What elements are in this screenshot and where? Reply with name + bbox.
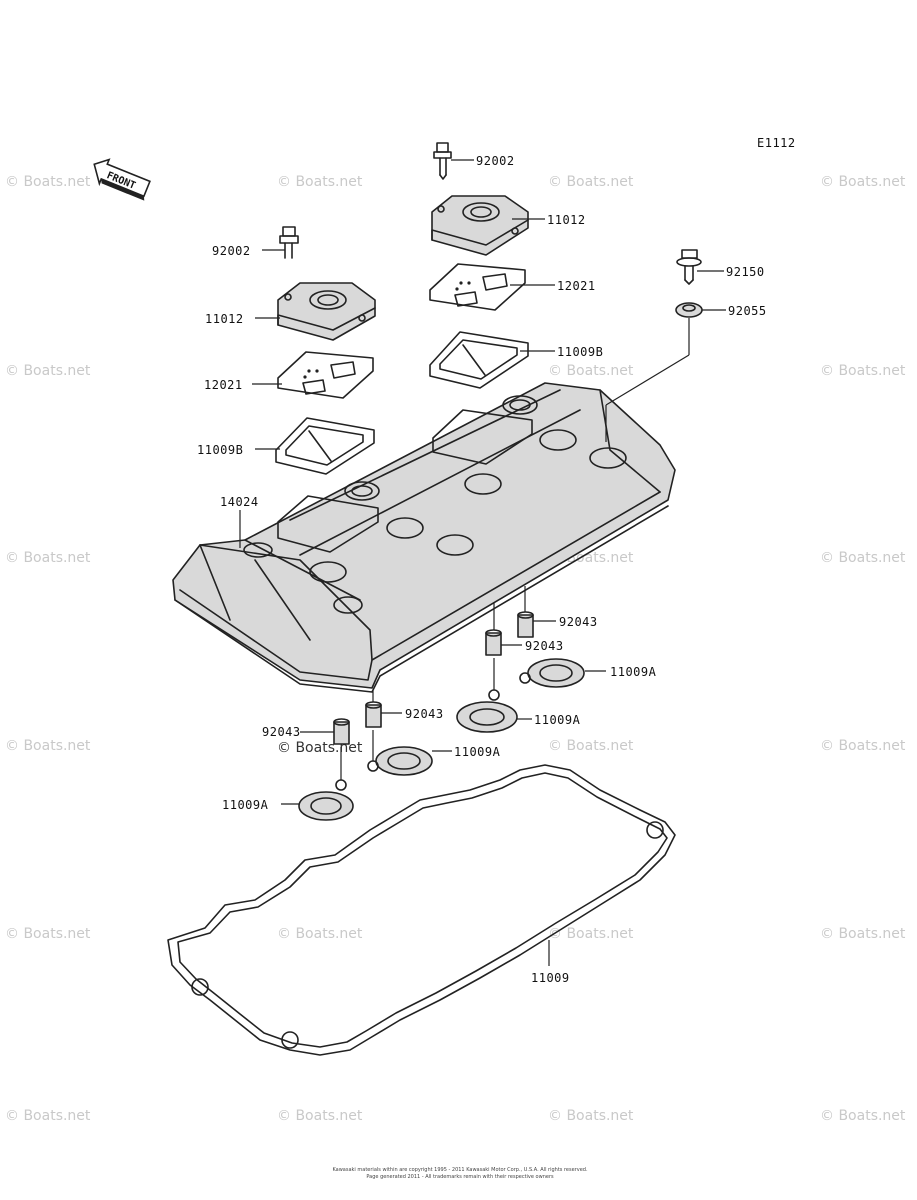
- callout-label: 11009A: [610, 665, 657, 679]
- watermark: © Boats.net: [5, 1108, 91, 1124]
- callout-label: 11009: [531, 971, 570, 985]
- callout-label: 11009A: [454, 745, 501, 759]
- callout-label: 92043: [262, 725, 301, 739]
- gasket-11009a-left: [298, 779, 354, 821]
- watermark: © Boats.net: [820, 1108, 906, 1124]
- cylinder-head-cover-14024: [172, 382, 676, 693]
- callout-label: 12021: [557, 279, 596, 293]
- watermark: © Boats.net: [820, 363, 906, 379]
- watermark: © Boats.net: [548, 926, 634, 942]
- watermark: © Boats.net: [820, 550, 906, 566]
- watermark: © Boats.net: [5, 926, 91, 942]
- callout-label: 92002: [476, 154, 515, 168]
- washer-92055: [675, 302, 703, 318]
- gasket-11009a-mid: [367, 746, 433, 776]
- dowel-pin-92043-left: [333, 718, 350, 745]
- watermark: © Boats.net: [548, 1108, 634, 1124]
- watermark: © Boats.net: [5, 363, 91, 379]
- dowel-pin-92043-r2: [485, 629, 502, 656]
- watermark: © Boats.net: [820, 738, 906, 754]
- head-cover-gasket-11009: [167, 764, 676, 1056]
- gasket-12021-top: [429, 263, 526, 311]
- bolt-92002-left: [279, 226, 299, 259]
- watermark: © Boats.net: [277, 740, 363, 756]
- watermark: © Boats.net: [277, 1108, 363, 1124]
- copyright-line: Page generated 2011 - All trademarks rem…: [366, 1174, 554, 1180]
- callout-label: 92150: [726, 265, 765, 279]
- callout-label: 11009A: [534, 713, 581, 727]
- callout-label: 92043: [405, 707, 444, 721]
- gasket-11009a-r1: [519, 658, 585, 688]
- callout-label: 11009B: [197, 443, 243, 457]
- gasket-11009b-top: [429, 331, 529, 389]
- copyright-line: Kawasaki materials within are copyright …: [332, 1167, 588, 1173]
- callout-label: 11012: [205, 312, 244, 326]
- callout-label: 92043: [559, 615, 598, 629]
- gasket-12021-left: [277, 351, 374, 399]
- leader-lines: [239, 159, 726, 966]
- bolt-92002-top: [433, 142, 452, 180]
- watermark: © Boats.net: [820, 926, 906, 942]
- dowel-pin-92043-r1: [517, 611, 534, 638]
- callout-label: 92043: [525, 639, 564, 653]
- watermark: © Boats.net: [277, 174, 363, 190]
- copyright-notice: Kawasaki materials within are copyright …: [300, 1167, 620, 1181]
- watermark: © Boats.net: [5, 174, 91, 190]
- watermark: © Boats.net: [548, 174, 634, 190]
- gasket-11009b-left: [275, 417, 375, 475]
- watermark: © Boats.net: [548, 738, 634, 754]
- breather-cover-11012-top: [431, 195, 529, 256]
- watermark: © Boats.net: [5, 738, 91, 754]
- gasket-11009a-r2: [456, 689, 518, 733]
- bolt-92150: [676, 249, 702, 285]
- watermark: © Boats.net: [5, 550, 91, 566]
- callout-label: 11012: [547, 213, 586, 227]
- callout-label: 14024: [220, 495, 259, 509]
- watermark: © Boats.net: [277, 926, 363, 942]
- watermark: © Boats.net: [548, 363, 634, 379]
- callout-label: 92002: [212, 244, 251, 258]
- callout-label: 11009B: [557, 345, 603, 359]
- front-arrow-icon: FRONT: [93, 158, 151, 201]
- callout-label: 11009A: [222, 798, 269, 812]
- breather-cover-11012-left: [277, 282, 376, 341]
- callout-label: 92055: [728, 304, 767, 318]
- watermark: © Boats.net: [820, 174, 906, 190]
- dowel-pin-92043-mid: [365, 701, 382, 728]
- diagram-code: E1112: [757, 136, 796, 150]
- callout-label: 12021: [204, 378, 243, 392]
